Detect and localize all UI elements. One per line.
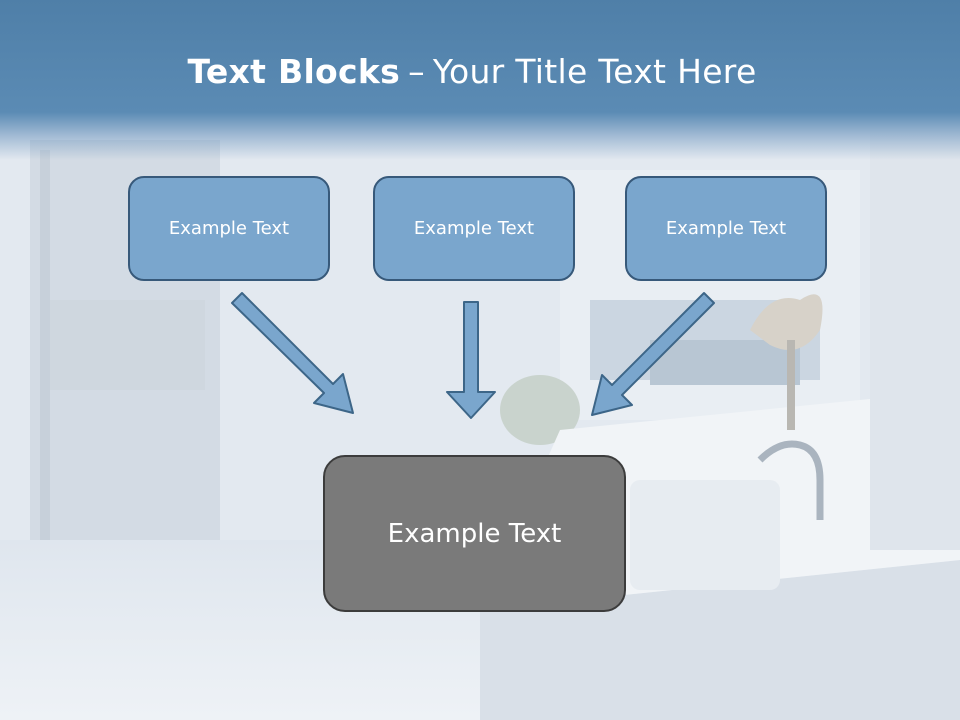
page-title: Text Blocks–Your Title Text Here <box>0 52 944 91</box>
text-block-3: Example Text <box>625 176 827 281</box>
text-block-result: Example Text <box>323 455 626 612</box>
text-block-3-label: Example Text <box>665 218 787 239</box>
arrow-right <box>591 292 715 416</box>
arrow-left <box>231 292 354 414</box>
title-rest: Your Title Text Here <box>432 52 757 91</box>
title-band <box>0 0 960 160</box>
title-dash: – <box>408 52 425 91</box>
text-block-1: Example Text <box>128 176 330 281</box>
text-block-result-label: Example Text <box>387 518 562 549</box>
text-block-1-label: Example Text <box>168 218 290 239</box>
text-block-2: Example Text <box>373 176 575 281</box>
title-bold: Text Blocks <box>187 52 401 91</box>
arrow-center <box>446 301 496 419</box>
text-block-2-label: Example Text <box>413 218 535 239</box>
